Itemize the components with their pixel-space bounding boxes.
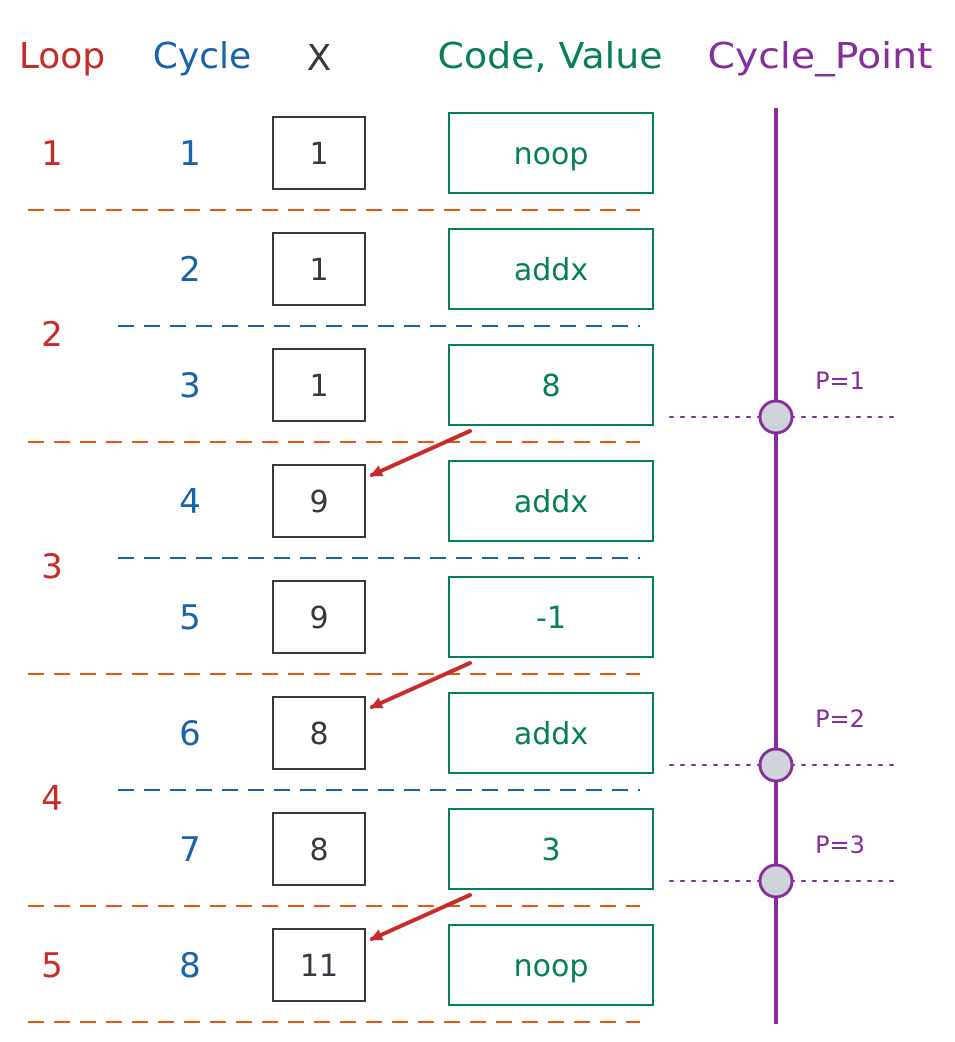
x-value-box <box>272 116 366 190</box>
header-x: X <box>307 38 332 79</box>
cycle-number: 3 <box>179 366 201 406</box>
header-loop: Loop <box>19 36 105 77</box>
cycle-point-timeline: P=1P=2P=3 <box>669 108 896 1024</box>
x-value-box <box>272 232 366 306</box>
loop-number: 5 <box>41 946 63 986</box>
code-value: -1 <box>536 601 566 636</box>
update-arrow <box>370 429 472 477</box>
x-value: 8 <box>309 717 328 752</box>
header-cycle-point: Cycle_Point <box>708 36 933 77</box>
code-value: noop <box>514 137 589 172</box>
update-arrows <box>370 429 472 941</box>
x-value: 1 <box>309 137 328 172</box>
cycle-number: 6 <box>179 714 201 754</box>
x-value: 9 <box>309 485 328 520</box>
code-value-box <box>448 576 654 658</box>
header-cycle: Cycle <box>153 36 251 77</box>
header-code-value: Code, Value <box>438 36 663 77</box>
code-value: 3 <box>541 833 560 868</box>
cycle-point-marker <box>758 863 794 899</box>
code-value-box <box>448 692 654 774</box>
code-value: addx <box>514 253 588 288</box>
cycle-number: 7 <box>179 830 201 870</box>
code-value: addx <box>514 485 588 520</box>
loop-number: 3 <box>41 547 63 587</box>
cycle-point-marker <box>758 399 794 435</box>
x-value: 8 <box>309 833 328 868</box>
code-value-box <box>448 344 654 426</box>
code-value: noop <box>514 949 589 984</box>
x-value: 1 <box>309 369 328 404</box>
loop-number: 4 <box>41 779 63 819</box>
loop-number: 1 <box>41 134 63 174</box>
code-value: 8 <box>541 369 560 404</box>
cycle-number: 2 <box>179 250 201 290</box>
cycle-point-label: P=3 <box>815 831 865 859</box>
x-value-box <box>272 696 366 770</box>
cycle-number: 1 <box>179 134 201 174</box>
cycle-point-label: P=2 <box>815 705 865 733</box>
divider-lines <box>28 209 640 1023</box>
x-value: 1 <box>309 253 328 288</box>
code-value-box <box>448 924 654 1006</box>
x-value: 9 <box>309 601 328 636</box>
code-value-box <box>448 112 654 194</box>
x-value-box <box>272 928 366 1002</box>
x-value-box <box>272 348 366 422</box>
loop-number: 2 <box>41 315 63 355</box>
update-arrow <box>370 893 472 941</box>
code-value-box <box>448 460 654 542</box>
cycle-point-label: P=1 <box>815 367 865 395</box>
cycle-number: 4 <box>179 482 201 522</box>
cycle-number: 8 <box>179 946 201 986</box>
loop-labels: 1 2 3 4 5 <box>41 134 63 986</box>
cycle-number: 5 <box>179 598 201 638</box>
code-value-box <box>448 808 654 890</box>
x-value-box <box>272 812 366 886</box>
cycle-point-marker <box>758 747 794 783</box>
update-arrow <box>370 661 472 709</box>
x-value-box <box>272 464 366 538</box>
code-value: addx <box>514 717 588 752</box>
code-value-box <box>448 228 654 310</box>
x-value-box <box>272 580 366 654</box>
x-value: 11 <box>300 949 338 984</box>
